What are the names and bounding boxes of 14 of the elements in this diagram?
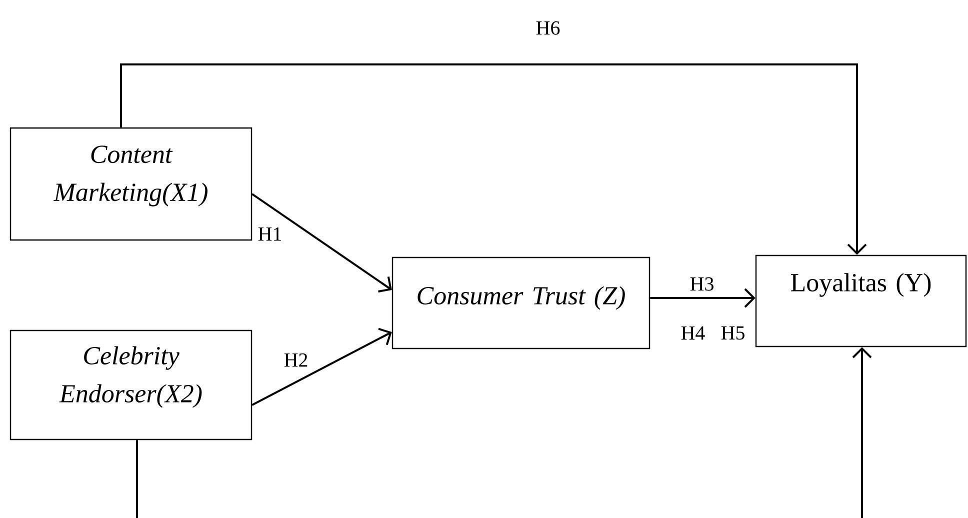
edge-label: H2 xyxy=(284,353,308,367)
arrow xyxy=(120,63,867,255)
variable-box: Consumer Trust (Z) xyxy=(392,256,650,350)
arrow xyxy=(136,347,872,518)
edge-label: H1 xyxy=(258,227,282,241)
edge-label: H6 xyxy=(536,21,560,35)
arrow xyxy=(252,193,392,292)
path-label: H4 xyxy=(681,326,705,340)
edge-label: H3 xyxy=(690,277,714,291)
variable-box: Loyalitas (Y) xyxy=(755,254,967,348)
variable-box: Celebrity Endorser(X2) xyxy=(10,330,252,440)
arrow xyxy=(650,288,756,308)
variable-box: Content Marketing(X1) xyxy=(10,127,252,241)
arrow xyxy=(252,328,392,406)
